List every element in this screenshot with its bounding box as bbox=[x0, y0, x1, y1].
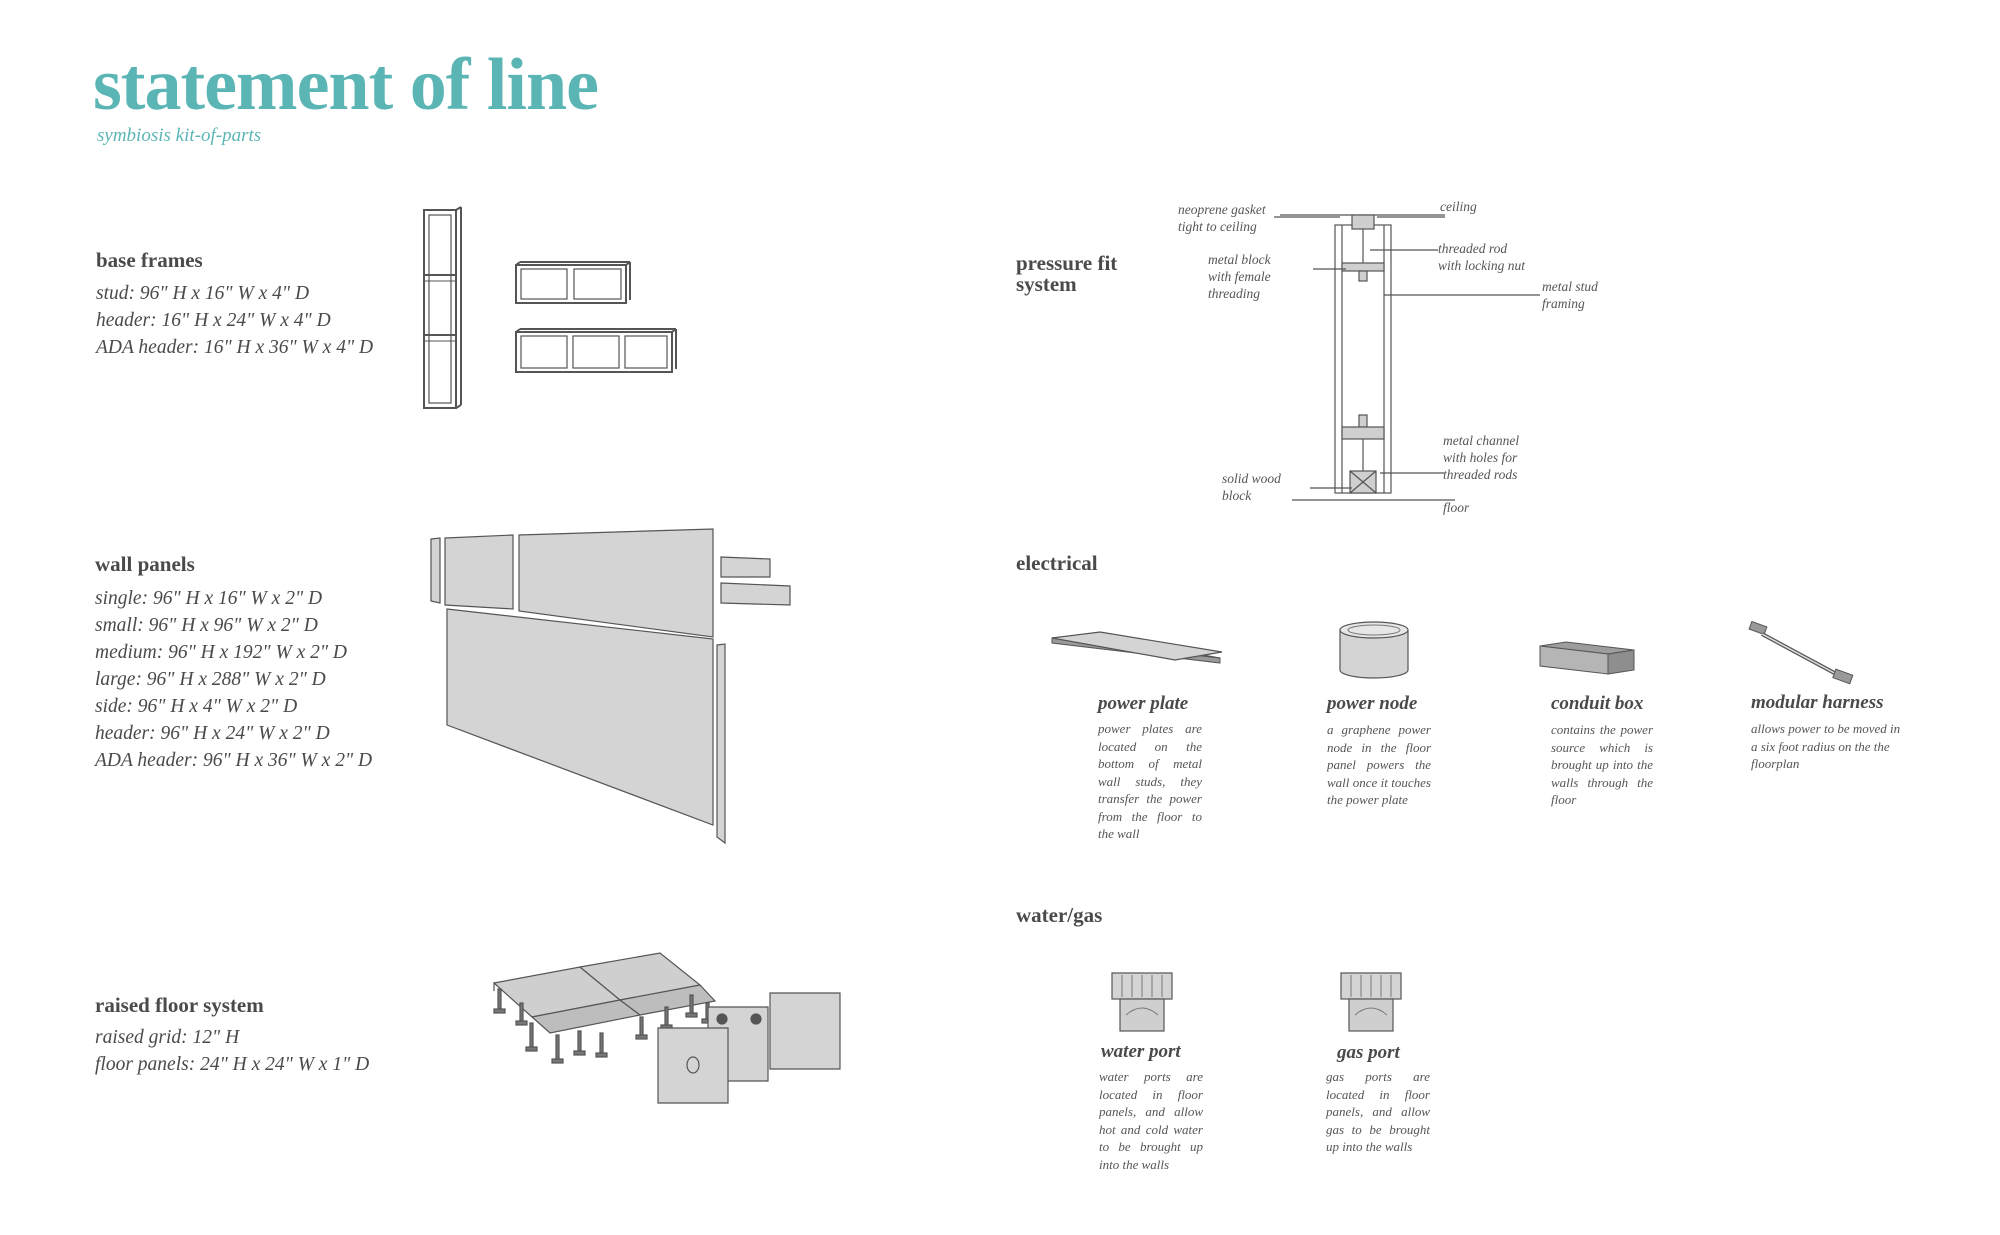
power-node-desc: a graphene power node in the floor panel… bbox=[1327, 722, 1431, 807]
power-node-icon bbox=[1339, 621, 1409, 679]
page-title: statement of line bbox=[93, 44, 599, 126]
spec-line: header: 16" H x 24" W x 4" D bbox=[96, 310, 331, 331]
spec-line: large: 96" H x 288" W x 2" D bbox=[95, 669, 326, 690]
spec-line: floor panels: 24" H x 24" W x 1" D bbox=[95, 1054, 370, 1075]
raised-floor-specs: raised grid: 12" H floor panels: 24" H x… bbox=[95, 1024, 369, 1078]
wall-panels-specs: single: 96" H x 16" W x 2" D small: 96" … bbox=[95, 585, 372, 774]
callout-metal-block: metal block with female threading bbox=[1208, 252, 1271, 301]
callout-neoprene-gasket: neoprene gasket tight to ceiling bbox=[1178, 202, 1266, 234]
water-port-name: water port bbox=[1101, 1041, 1181, 1062]
spec-line: stud: 96" H x 16" W x 4" D bbox=[96, 283, 310, 304]
spec-line: side: 96" H x 4" W x 2" D bbox=[95, 696, 298, 717]
spec-line: single: 96" H x 16" W x 2" D bbox=[95, 588, 323, 609]
wall-panels-drawing-icon bbox=[430, 528, 791, 845]
power-plate-name: power plate bbox=[1098, 693, 1189, 714]
gas-port-desc: gas ports are located in floor panels, a… bbox=[1326, 1069, 1430, 1154]
water-gas-heading: water/gas bbox=[1016, 903, 1103, 927]
water-port-desc: water ports are located in floor panels,… bbox=[1099, 1069, 1203, 1172]
conduit-box-icon bbox=[1539, 641, 1635, 675]
power-node-name: power node bbox=[1327, 693, 1418, 714]
raised-floor-heading: raised floor system bbox=[95, 993, 264, 1017]
spec-line: raised grid: 12" H bbox=[95, 1027, 240, 1048]
spec-line: ADA header: 16" H x 36" W x 4" D bbox=[96, 337, 374, 358]
base-frames-specs: stud: 96" H x 16" W x 4" D header: 16" H… bbox=[96, 280, 373, 361]
electrical-heading: electrical bbox=[1016, 551, 1098, 575]
power-plate-icon bbox=[1051, 631, 1223, 664]
modular-harness-icon bbox=[1748, 620, 1854, 685]
page-subtitle: symbiosis kit-of-parts bbox=[97, 125, 262, 146]
spec-line: ADA header: 96" H x 36" W x 2" D bbox=[95, 750, 373, 771]
conduit-box-name: conduit box bbox=[1551, 693, 1644, 714]
modular-harness-desc: allows power to be moved in a six foot r… bbox=[1751, 721, 1901, 771]
callout-ceiling: ceiling bbox=[1440, 199, 1477, 214]
modular-harness-name: modular harness bbox=[1751, 692, 1884, 713]
spec-line: small: 96" H x 96" W x 2" D bbox=[95, 615, 318, 636]
wall-panels-heading: wall panels bbox=[95, 552, 195, 576]
gas-port-icon bbox=[1340, 972, 1402, 1032]
base-frames-drawing-icon bbox=[423, 206, 677, 409]
spec-line: header: 96" H x 24" W x 2" D bbox=[95, 723, 330, 744]
power-plate-desc: power plates are located on the bottom o… bbox=[1098, 721, 1202, 841]
water-port-icon bbox=[1111, 972, 1173, 1032]
callout-floor: floor bbox=[1443, 500, 1470, 515]
callout-solid-wood: solid wood block bbox=[1222, 471, 1281, 503]
callout-metal-stud: metal stud framing bbox=[1542, 279, 1598, 311]
pressure-fit-section-drawing-icon bbox=[1274, 214, 1540, 501]
spec-line: medium: 96" H x 192" W x 2" D bbox=[95, 642, 348, 663]
base-frames-heading: base frames bbox=[96, 248, 203, 272]
callout-threaded-rod: threaded rod with locking nut bbox=[1438, 241, 1525, 273]
conduit-box-desc: contains the power source which is broug… bbox=[1551, 722, 1653, 807]
raised-floor-drawing-icon bbox=[492, 952, 841, 1104]
callout-metal-channel: metal channel with holes for threaded ro… bbox=[1443, 433, 1520, 482]
pressure-fit-heading: pressure fit system bbox=[1016, 251, 1118, 296]
gas-port-name: gas port bbox=[1337, 1042, 1400, 1063]
